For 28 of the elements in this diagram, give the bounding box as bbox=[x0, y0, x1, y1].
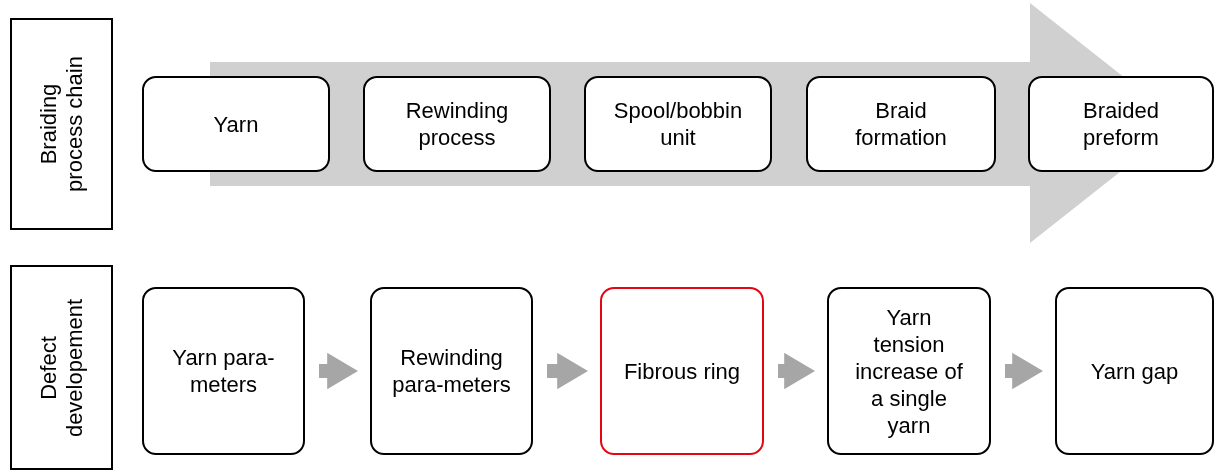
row-label: Defect developement bbox=[35, 297, 88, 439]
process-box bbox=[600, 287, 764, 455]
arrow bbox=[319, 352, 358, 390]
box-label: Yarn para-meters bbox=[171, 344, 276, 398]
box-label: Yarn tension increase of a single yarn bbox=[854, 303, 964, 439]
box-label: Yarn gap bbox=[1090, 357, 1179, 385]
process-box bbox=[370, 287, 533, 455]
arrow bbox=[547, 352, 588, 390]
process-box bbox=[363, 76, 551, 172]
box-label: Rewinding para-meters bbox=[392, 344, 511, 398]
row-label-box bbox=[10, 18, 113, 230]
row-label-box bbox=[10, 265, 113, 470]
process-box bbox=[142, 76, 330, 172]
box-label: Braid formation bbox=[854, 97, 948, 151]
box-label: Braided preform bbox=[1082, 97, 1160, 151]
process-box bbox=[142, 287, 305, 455]
arrow bbox=[1005, 352, 1043, 390]
process-box bbox=[1055, 287, 1214, 455]
arrow bbox=[778, 352, 815, 390]
process-box bbox=[1028, 76, 1214, 172]
box-label: Yarn bbox=[213, 110, 259, 138]
process-box bbox=[806, 76, 996, 172]
process-box bbox=[827, 287, 991, 455]
box-label: Fibrous ring bbox=[623, 357, 741, 385]
box-label: Spool/bobbin unit bbox=[612, 97, 744, 151]
row-label: Braiding process chain bbox=[35, 55, 88, 194]
process-box bbox=[584, 76, 772, 172]
box-label: Rewinding process bbox=[404, 97, 510, 151]
